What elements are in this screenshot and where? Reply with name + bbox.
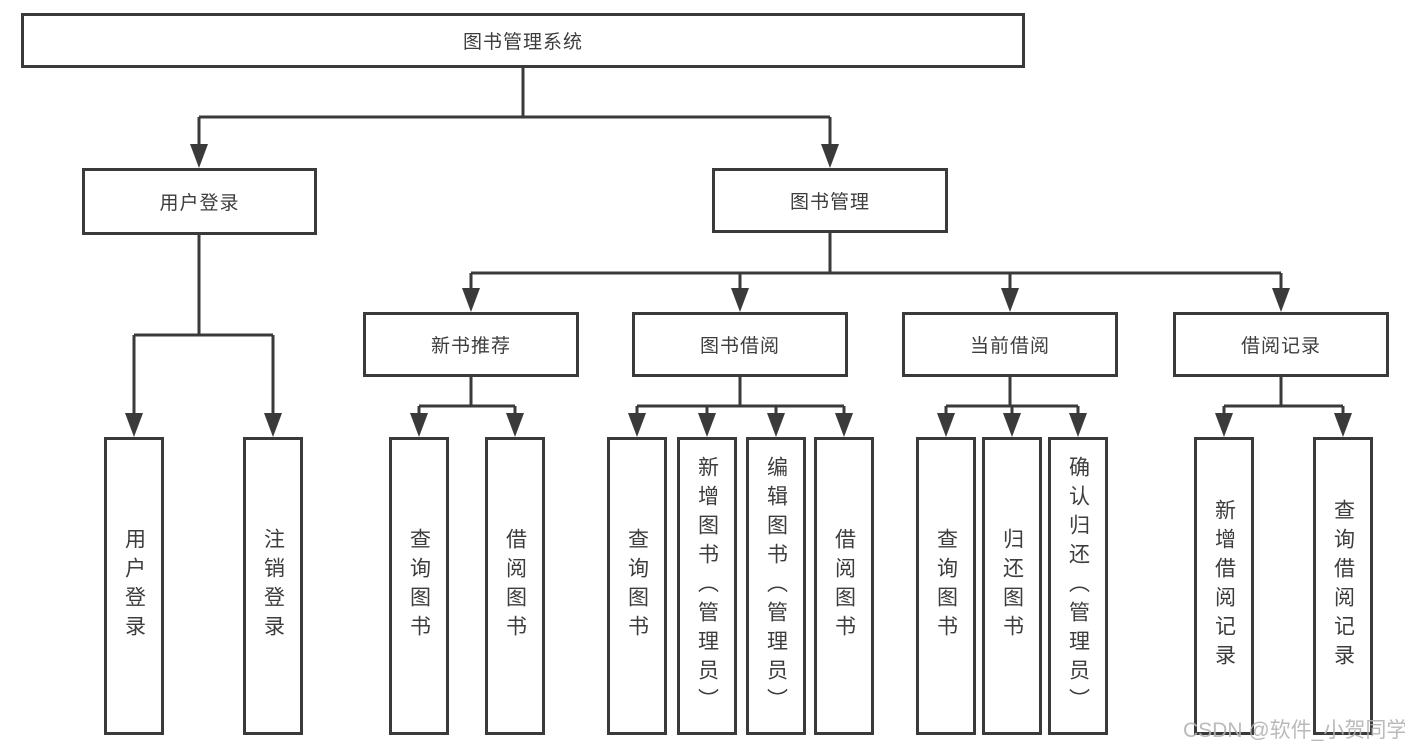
node-label: 新书推荐 (430, 336, 511, 357)
node-book-management: 图书管理 (712, 168, 948, 233)
node-label: 用户登录 (122, 528, 146, 644)
node-label: 查询图书 (934, 528, 958, 644)
node-label: 确认归还（管理员） (1066, 455, 1090, 717)
node-label: 借阅图书 (832, 528, 856, 644)
leaf-borrow-book: 借阅图书 (485, 437, 545, 735)
leaf-user-login: 用户登录 (104, 437, 164, 735)
node-new-book-recommend: 新书推荐 (363, 312, 579, 377)
leaf-edit-book-admin: 编辑图书（管理员） (746, 437, 806, 735)
leaf-query-book: 查询图书 (916, 437, 976, 735)
node-user-login: 用户登录 (82, 168, 317, 235)
leaf-return-book: 归还图书 (982, 437, 1042, 735)
node-label: 注销登录 (261, 528, 285, 644)
node-label: 新增借阅记录 (1212, 499, 1236, 673)
leaf-add-borrow-record: 新增借阅记录 (1194, 437, 1254, 735)
leaf-query-book: 查询图书 (607, 437, 667, 735)
node-label: 当前借阅 (969, 336, 1050, 357)
node-root: 图书管理系统 (21, 13, 1025, 68)
node-label: 借阅记录 (1240, 336, 1321, 357)
node-book-borrowing: 图书借阅 (632, 312, 848, 377)
node-label: 归还图书 (1000, 528, 1024, 644)
node-label: 编辑图书（管理员） (764, 455, 788, 717)
node-label: 借阅图书 (503, 528, 527, 644)
node-label: 图书管理 (789, 192, 870, 213)
node-borrowing-records: 借阅记录 (1173, 312, 1389, 377)
node-current-borrowing: 当前借阅 (902, 312, 1118, 377)
node-label: 查询借阅记录 (1331, 499, 1355, 673)
leaf-logout: 注销登录 (243, 437, 303, 735)
leaf-add-book-admin: 新增图书（管理员） (677, 437, 737, 735)
node-label: 图书借阅 (699, 336, 780, 357)
arrow-down-icons (125, 144, 1352, 437)
node-label: 查询图书 (625, 528, 649, 644)
leaf-confirm-return-admin: 确认归还（管理员） (1048, 437, 1108, 735)
node-label: 用户登录 (159, 193, 240, 214)
node-label: 图书管理系统 (462, 32, 583, 53)
node-label: 查询图书 (407, 528, 431, 644)
leaf-borrow-book: 借阅图书 (814, 437, 874, 735)
leaf-query-borrow-record: 查询借阅记录 (1313, 437, 1373, 735)
node-label: 新增图书（管理员） (695, 455, 719, 717)
watermark: CSDN @软件_小贺同学 (1183, 719, 1405, 742)
leaf-query-book: 查询图书 (389, 437, 449, 735)
